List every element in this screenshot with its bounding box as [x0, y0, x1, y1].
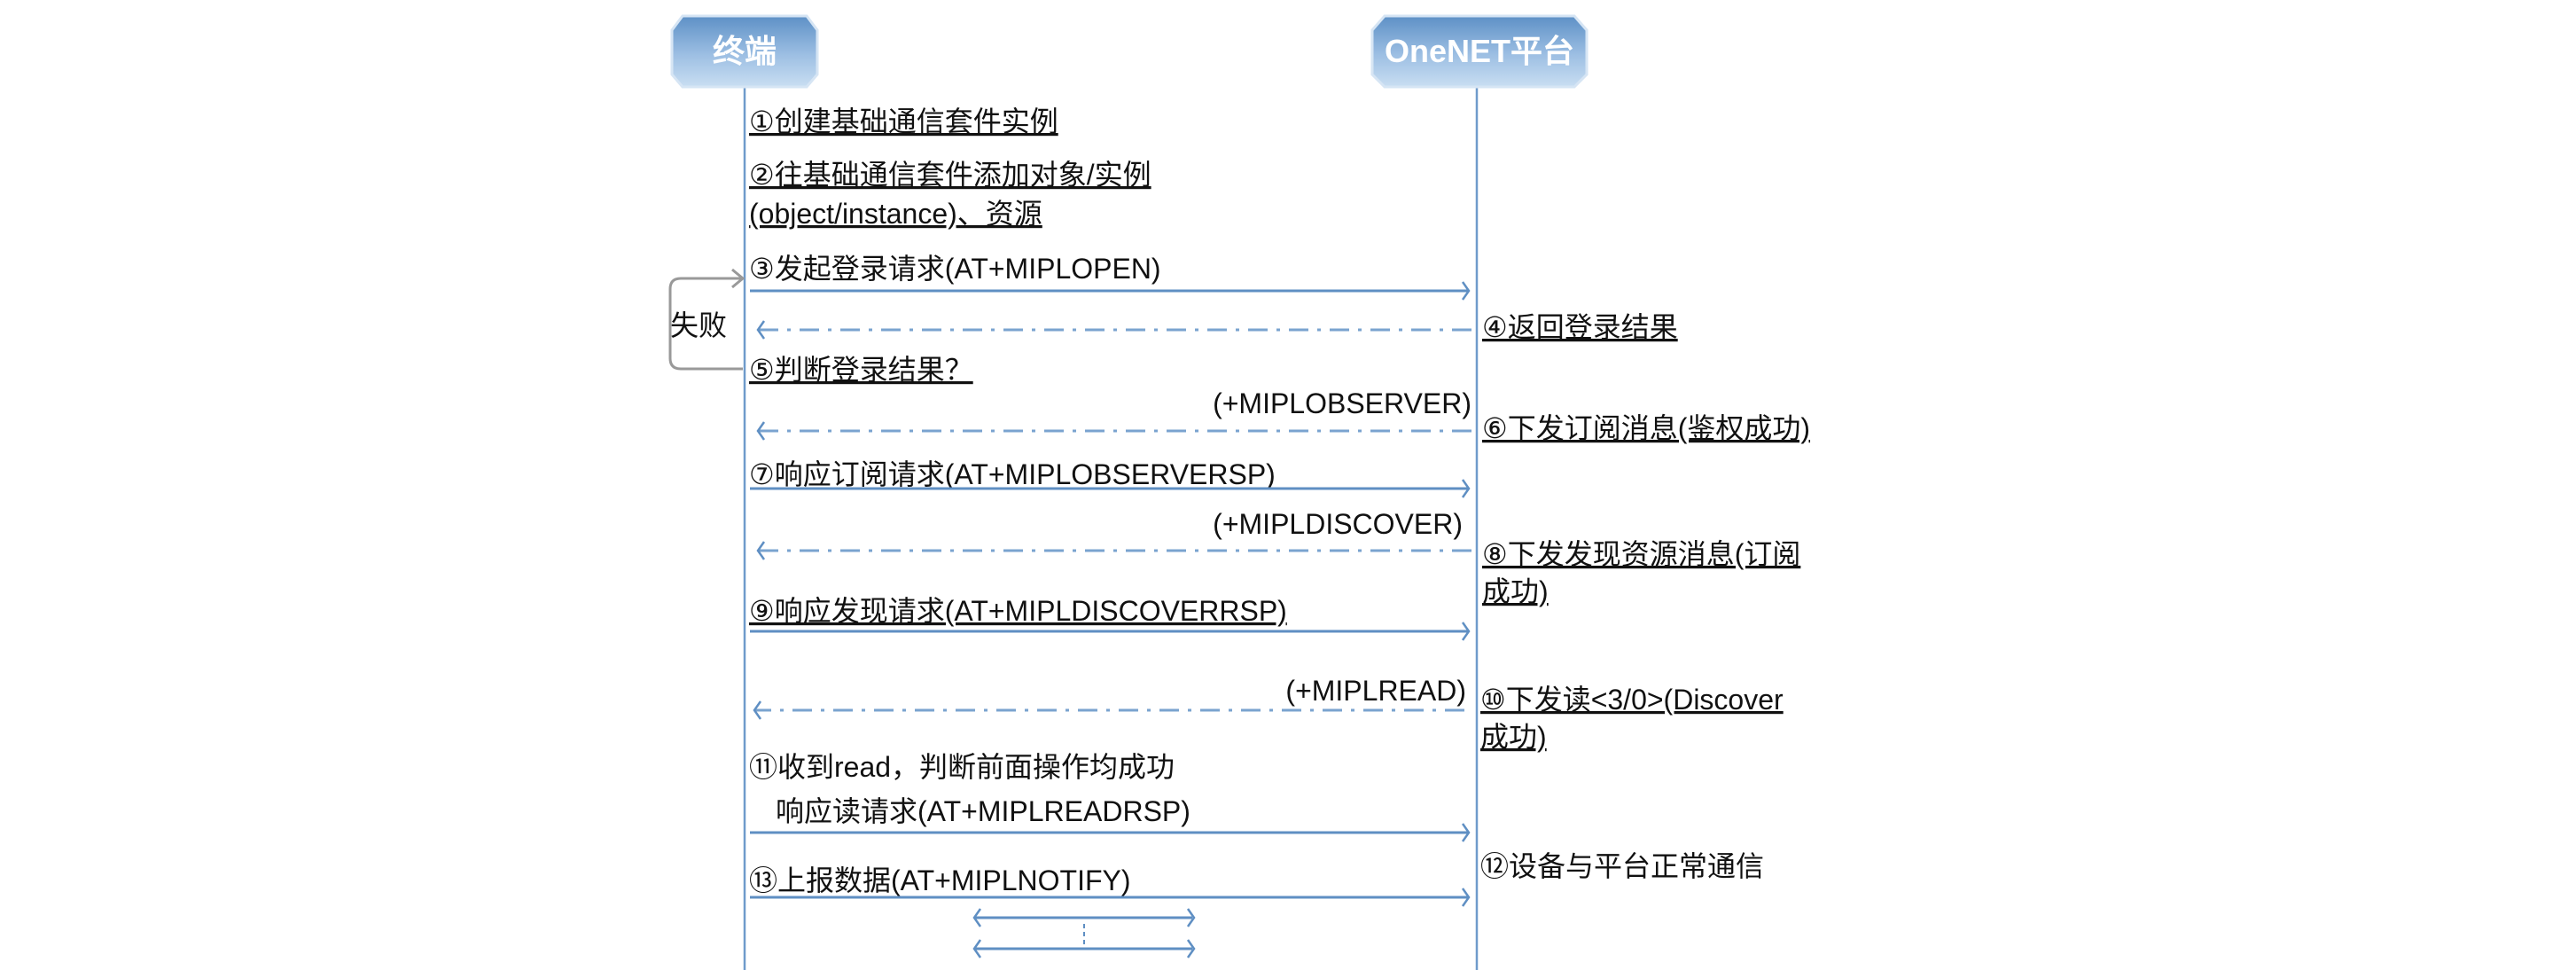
arrow-step-4: [756, 320, 1471, 340]
step-4-label: ④返回登录结果: [1482, 311, 1678, 343]
step-11-label-line2: 响应读请求(AT+MIPLREADRSP): [776, 795, 1190, 827]
step-8-command: (+MIPLDISCOVER): [1213, 508, 1463, 540]
platform-header: OneNET平台: [1370, 14, 1589, 89]
step-9-label: ⑨响应发现请求(AT+MIPLDISCOVERRSP): [749, 595, 1287, 627]
device-header-label: 终端: [713, 33, 777, 69]
arrow-step-8: [756, 541, 1471, 560]
arrow-step-9: [750, 622, 1471, 641]
arrow-step-3: [750, 281, 1471, 301]
step-10-label-line1: ⑩下发读<3/0>(Discover: [1480, 684, 1784, 716]
arrow-step-10: [753, 700, 1464, 720]
step-6-label: ⑥下发订阅消息(鉴权成功): [1482, 412, 1810, 444]
step-13-label: ⑬上报数据(AT+MIPLNOTIFY): [749, 864, 1131, 896]
step-5-label: ⑤判断登录结果？: [749, 354, 973, 386]
step-12-label: ⑫设备与平台正常通信: [1480, 850, 1764, 882]
arrow-step-6: [756, 421, 1471, 441]
step-1-label: ①创建基础通信套件实例: [749, 106, 1058, 137]
step-10-command: (+MIPLREAD): [1285, 675, 1466, 707]
step-3-label: ③发起登录请求(AT+MIPLOPEN): [749, 253, 1161, 285]
failure-label: 失败: [670, 309, 727, 341]
platform-header-label: OneNET平台: [1385, 33, 1574, 69]
step-2-label-line1: ②往基础通信套件添加对象/实例: [749, 159, 1151, 191]
step-11-label-line1: ⑪收到read，判断前面操作均成功: [749, 751, 1175, 783]
arrow-step-7: [750, 479, 1471, 498]
step-6-command: (+MIPLOBSERVER): [1213, 387, 1471, 419]
continuation-arrows: [972, 908, 1196, 958]
arrow-step-11: [750, 823, 1471, 842]
step-10-label-line2: 成功): [1480, 721, 1547, 753]
step-8-label-line1: ⑧下发发现资源消息(订阅: [1482, 538, 1800, 570]
failure-loop: 失败: [668, 268, 745, 371]
arrow-step-13: [750, 888, 1471, 907]
step-8-label-line2: 成功): [1482, 575, 1549, 607]
step-7-label: ⑦响应订阅请求(AT+MIPLOBSERVERSP): [749, 458, 1276, 490]
device-header: 终端: [670, 14, 819, 89]
step-2-label-line2: (object/instance)、资源: [749, 198, 1042, 230]
